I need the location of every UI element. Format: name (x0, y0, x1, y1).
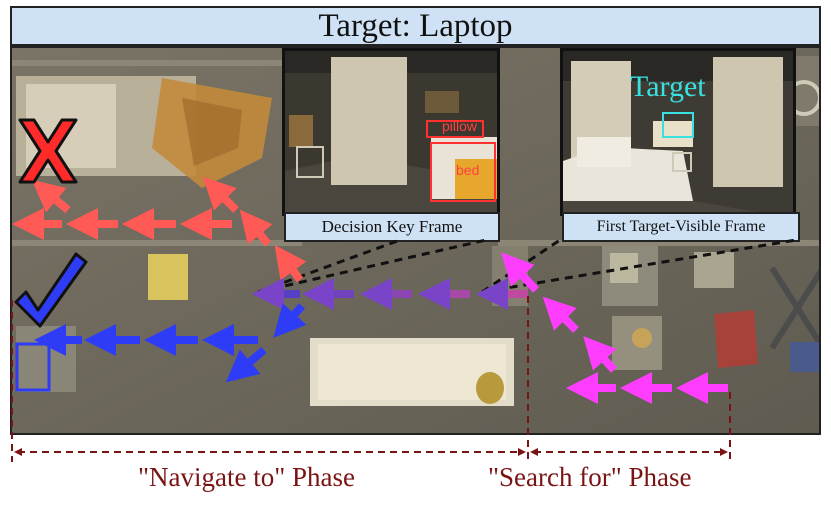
title-bar: Target: Laptop (10, 6, 821, 46)
first-visible-frame-image (563, 51, 793, 213)
navigate-phase-label: "Navigate to" Phase (138, 462, 355, 492)
target-label: Target (630, 70, 706, 103)
pillow-label: pillow (442, 118, 478, 134)
bed-label: bed (456, 162, 480, 178)
diagram-title: Target: Laptop (318, 7, 513, 44)
decision-frame-image (285, 51, 497, 213)
decision-key-frame-inset (282, 48, 500, 216)
first-target-visible-frame-inset (560, 48, 796, 216)
first-target-visible-frame-caption: First Target-Visible Frame (562, 212, 800, 242)
decision-key-frame-caption: Decision Key Frame (284, 212, 500, 242)
top-down-scene: pillow bed Decision Key Frame Target Fir… (10, 46, 821, 435)
search-phase-label: "Search for" Phase (488, 462, 692, 492)
